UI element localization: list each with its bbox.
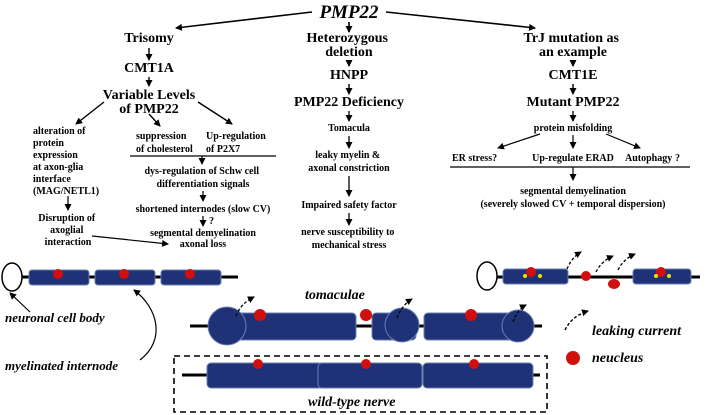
wild-type-label: wild-type nerve [308,395,395,410]
trisomy-label: Trisomy [124,31,174,46]
legend-neucleus: neucleus [592,351,644,366]
disruption-text: Disruption of axoglial interaction [38,213,97,248]
neuronal-cell-body-label: neuronal cell body [5,310,105,325]
nerve-normal-left [1,262,238,292]
pmp22-title: PMP22 [318,2,379,23]
top-arrows [175,11,536,33]
misfolding-branch-arrows [497,133,641,150]
upregulation-p2x7-text: Up-regulation of P2X7 [206,131,268,155]
tomacula-label: Tomacula [328,123,370,134]
legend-leaking-current: leaking current [592,324,682,339]
cell-body-left [1,262,23,292]
segmental-demyelination-right: segmental demyelination [520,186,626,197]
internode-segment [502,268,569,285]
nucleus-dot [526,267,536,277]
nucleus-dot [465,309,477,321]
suppression-text: suppression of cholesterol [136,131,193,155]
tomacula-swelling [501,309,535,343]
hnpp-label: HNPP [330,68,369,83]
leaking-current-icon [396,298,413,319]
pmp22-deficiency-label: PMP22 Deficiency [294,95,404,110]
segmental-demyelination-left: segmental demyelination [150,228,256,239]
nucleus-dot [53,269,63,279]
left-branch-arrows [75,101,233,127]
nucleus-dot [469,359,479,369]
shortened-internodes-text: shortened internodes (slow CV) [136,204,271,215]
leaking-current-icon [595,255,614,273]
nucleus-dot [360,309,372,321]
tomacula-swelling [384,307,420,343]
cell-body-right [476,261,498,291]
er-stress-text: ER stress? [452,153,497,164]
nerve-demyelinated-right [476,251,700,291]
arrow-disruption-axonal-loss [91,235,169,247]
nerve-tomaculae [190,296,542,346]
yellow-dot [654,274,658,278]
trj-mutation-label: TrJ mutation as an example [524,31,623,60]
tomaculae-label: tomaculae [305,288,365,303]
nucleus-dot [253,359,263,369]
dysregulation-text: dys-regulation of Schw cell differentiat… [144,166,261,190]
internode-segment [206,362,328,389]
impaired-safety-text: Impaired safety factor [301,200,397,211]
internode-segment [231,312,357,341]
severely-slowed-text: (severely slowed CV + temporal dispersio… [480,199,665,210]
nerve-wild-type [182,359,540,389]
yellow-dot [667,274,671,278]
axonal-loss-text: axonal loss [180,239,227,250]
nucleus-dot [656,267,666,277]
nucleus-dot [608,279,620,289]
upregulate-erad-text: Up-regulate ERAD [532,153,614,164]
heterozygous-deletion-label: Heterozygous deletion [307,31,392,60]
cmt1a-label: CMT1A [124,61,175,76]
leaking-current-icon [235,296,255,317]
leaking-current-icon [617,253,636,271]
nucleus-dot [119,269,129,279]
alteration-text: alteration of protein expression at axon… [33,126,99,197]
tomacula-swelling [207,306,247,346]
legend-nucleus-dot [566,351,580,365]
leaking-current-icon [566,251,582,270]
leaking-current-icon [512,304,527,323]
nucleus-dot [254,309,266,321]
arrow-cell-body-label [9,292,31,313]
leaking-current-icon [564,309,589,331]
question-mark-left: ? [209,216,214,227]
mutant-pmp22-label: Mutant PMP22 [527,95,620,110]
nucleus-dot [185,269,195,279]
arrow-internode-label [133,289,157,361]
wild-type-box [173,355,548,413]
myelinated-internode-label: myelinated internode [5,358,118,373]
autophagy-text: Autophagy [625,153,672,164]
yellow-dot [523,274,527,278]
cmt1e-label: CMT1E [549,68,598,83]
nerve-susceptibility-text: nerve susceptibility to mechanical stres… [301,227,397,251]
nucleus-dot [581,271,591,281]
leaky-myelin-text: leaky myelin & axonal constriction [308,150,390,174]
nucleus-dot [361,359,371,369]
protein-misfolding-text: protein misfolding [534,123,612,134]
yellow-dot [538,274,542,278]
autophagy-question: ? [675,153,680,164]
